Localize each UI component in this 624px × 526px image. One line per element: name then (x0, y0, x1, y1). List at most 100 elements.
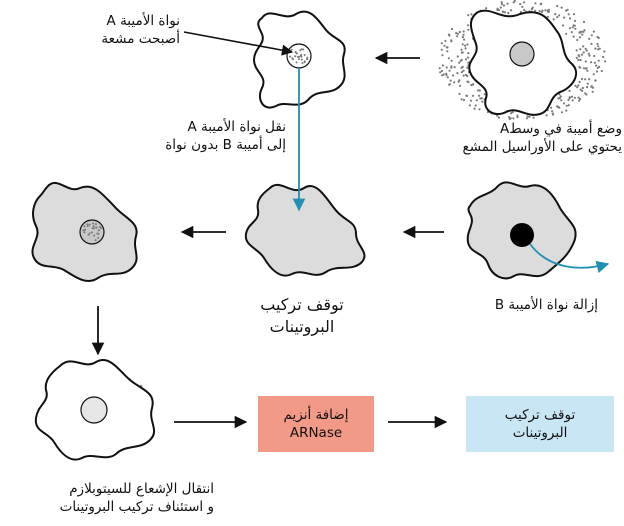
stipple-dot (477, 89, 480, 92)
stipple-dot (567, 104, 570, 107)
stipple-dot (462, 98, 466, 102)
stipple-dot (86, 223, 89, 226)
stipple-dot (290, 48, 293, 51)
stipple-dot (570, 30, 573, 34)
stipple-dot (450, 40, 453, 43)
stipple-dot (572, 24, 575, 27)
stipple-dot (448, 83, 451, 86)
stipple-dot (461, 43, 464, 46)
stipple-dot (470, 83, 473, 87)
stipple-dot (475, 99, 478, 102)
stipple-dot (510, 9, 513, 12)
stipple-dot (585, 67, 588, 70)
stipple-dot (97, 236, 100, 239)
stipple-dot (440, 42, 443, 45)
label-radiation-transfer: انتقال الإشعاع للسيتوبلازم و استئناف ترك… (59, 481, 214, 515)
stipple-dot (445, 66, 448, 69)
stipple-dot (567, 13, 570, 16)
stipple-dot (562, 102, 566, 105)
stipple-dot (575, 49, 578, 52)
stipple-dot (525, 117, 529, 120)
stipple-dot (540, 2, 543, 5)
stipple-dot (574, 84, 577, 87)
arrow-nucleus-removal (529, 243, 610, 274)
stipple-dot (578, 99, 581, 102)
stipple-dot (507, 12, 510, 15)
stipple-dot (500, 1, 503, 4)
stipple-dot (84, 228, 87, 231)
stipple-dot (466, 43, 469, 46)
stipple-dot (558, 106, 561, 109)
label-transfer-nucleus: نقل نواة الأميبة A إلى أميبة B بدون نواة (165, 119, 286, 153)
stipple-dot (445, 72, 448, 75)
stipple-dot (453, 81, 456, 84)
stipple-dot (563, 16, 566, 19)
stipple-dot (552, 18, 555, 21)
stipple-dot (583, 29, 586, 32)
stipple-dot (592, 30, 596, 33)
stipple-dot (82, 229, 85, 232)
stipple-dot (571, 26, 574, 29)
stipple-dot (581, 86, 585, 90)
stipple-dot (547, 10, 550, 13)
stipple-dot (453, 66, 456, 69)
stipple-dot (298, 55, 301, 58)
stipple-dot (464, 47, 467, 50)
stipple-dot (467, 28, 470, 31)
stipple-dot (496, 8, 499, 11)
stipple-dot (473, 107, 476, 110)
stipple-dot (460, 58, 463, 62)
stipple-dot (95, 226, 98, 229)
stipple-dot (447, 57, 450, 60)
label-place-amoeba: وضع أميبة في وسطA يحتوي على الأوراسيل ال… (462, 121, 622, 155)
stipple-dot (576, 86, 579, 89)
stipple-dot (581, 33, 584, 36)
stipple-dot (602, 55, 605, 59)
stipple-dot (560, 99, 563, 102)
stipple-dot (472, 83, 475, 86)
stipple-dot (478, 94, 481, 97)
stipple-dot (568, 89, 571, 92)
stipple-dot (584, 60, 587, 63)
stipple-dot (568, 27, 572, 30)
stipple-dot (466, 74, 469, 78)
stipple-dot (585, 93, 588, 96)
stipple-dot (465, 94, 469, 97)
stipple-dot (456, 35, 459, 38)
stipple-dot (577, 96, 580, 99)
stipple-dot (580, 77, 584, 81)
stipple-dot (468, 104, 471, 107)
stipple-dot (448, 69, 451, 72)
stipple-dot (595, 70, 599, 73)
stipple-dot (584, 47, 587, 50)
stipple-dot (461, 36, 464, 39)
stipple-dot (541, 9, 544, 12)
stipple-dot (597, 48, 600, 51)
stipple-dot (449, 79, 452, 82)
stipple-dot (574, 27, 577, 30)
stipple-dot (97, 229, 100, 232)
stipple-dot (556, 105, 559, 108)
stipple-dot (467, 14, 470, 17)
stipple-dot (582, 45, 585, 48)
stipple-dot (579, 88, 582, 91)
stipple-dot (478, 89, 481, 92)
stipple-dot (462, 33, 465, 36)
stipple-dot (578, 80, 581, 84)
stipple-dot (556, 4, 559, 8)
stipple-dot (582, 51, 585, 54)
stipple-dot (438, 67, 441, 70)
stipple-dot (573, 96, 577, 99)
stipple-dot (299, 49, 302, 52)
stipple-dot (558, 14, 561, 17)
stipple-dot (578, 55, 581, 58)
stipple-dot (565, 9, 568, 12)
stipple-dot (502, 4, 506, 7)
stipple-dot (568, 96, 571, 99)
stipple-dot (94, 239, 97, 242)
stipple-dot (546, 15, 550, 18)
stipple-dot (469, 99, 472, 102)
stipple-dot (586, 82, 589, 85)
stipple-dot (538, 10, 541, 13)
stipple-dot (508, 117, 511, 121)
